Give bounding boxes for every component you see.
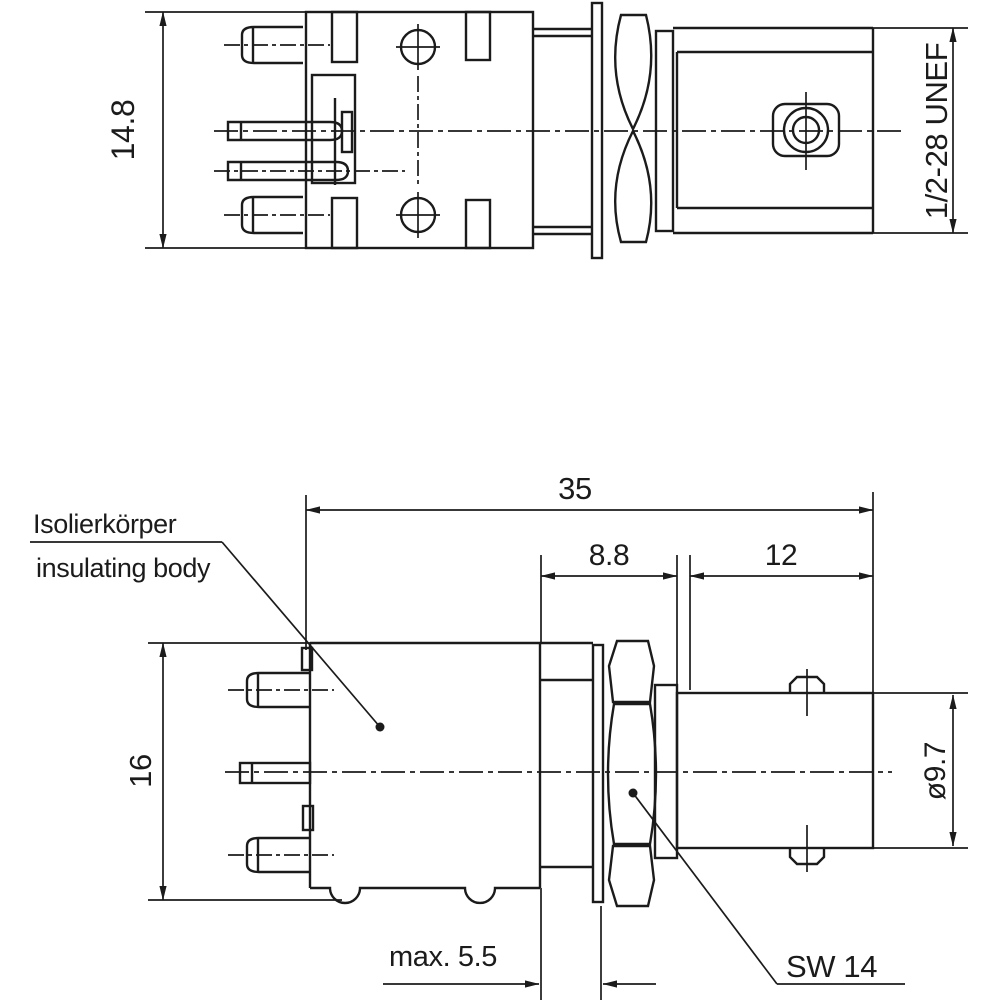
coupling-diameter-label: ø9.7 (919, 742, 952, 800)
threaded-bushing-bottom-view (540, 678, 593, 869)
dim-thread-spec: 1/2-28 UNEF (919, 27, 957, 234)
dim-height-label: 14.8 (105, 100, 141, 161)
coupling-sleeve-bottom-view (675, 691, 968, 850)
insulator-label-english: insulating body (36, 553, 211, 583)
dim-coupling-diameter: ø9.7 (919, 694, 957, 847)
dim-body-height-top: 14.8 (105, 11, 306, 249)
flange-washer (590, 1, 604, 260)
shield-body (304, 10, 535, 250)
bayonet-lugs (788, 669, 826, 872)
dim-body-height-bottom: 16 (123, 642, 342, 901)
top-view: 14.8 (105, 1, 968, 260)
slot (330, 196, 359, 250)
wrench-size-label: SW 14 (786, 949, 877, 984)
slot (464, 198, 492, 250)
solder-pins-bottom-view (228, 671, 334, 874)
bushing-length-label: 8.8 (589, 539, 630, 572)
dim-bushing-length: 8.8 (540, 539, 678, 1000)
threaded-bushing (533, 27, 592, 236)
bottom-view: Isolierkörper insulating body 35 8.8 12 (30, 471, 968, 1000)
dim-panel-thickness: max. 5.5 (383, 906, 656, 1000)
hex-nut (613, 13, 653, 244)
coupling-sleeve (673, 26, 968, 235)
thread-spec-label: 1/2-28 UNEF (919, 43, 954, 220)
insulator-housing (310, 73, 357, 185)
dim-overall-length: 35 (305, 471, 874, 693)
wrench-size-callout: SW 14 (628, 788, 905, 985)
body-height-label: 16 (123, 754, 158, 788)
panel-thickness-label: max. 5.5 (389, 941, 497, 973)
insulator-label-german: Isolierkörper (33, 509, 177, 539)
flange-washer-bottom-view (591, 643, 605, 904)
dim-coupling-length: 12 (689, 539, 874, 690)
coupling-length-label: 12 (765, 539, 798, 572)
mounting-holes (396, 24, 440, 238)
insulator-callout: Isolierkörper insulating body (30, 509, 385, 732)
leader-dot (375, 722, 385, 732)
shield-tab (301, 804, 315, 832)
slot (330, 10, 359, 64)
slot (464, 10, 492, 62)
shield-tab (300, 646, 314, 672)
leader-dot (628, 788, 638, 798)
overall-length-label: 35 (558, 471, 592, 506)
